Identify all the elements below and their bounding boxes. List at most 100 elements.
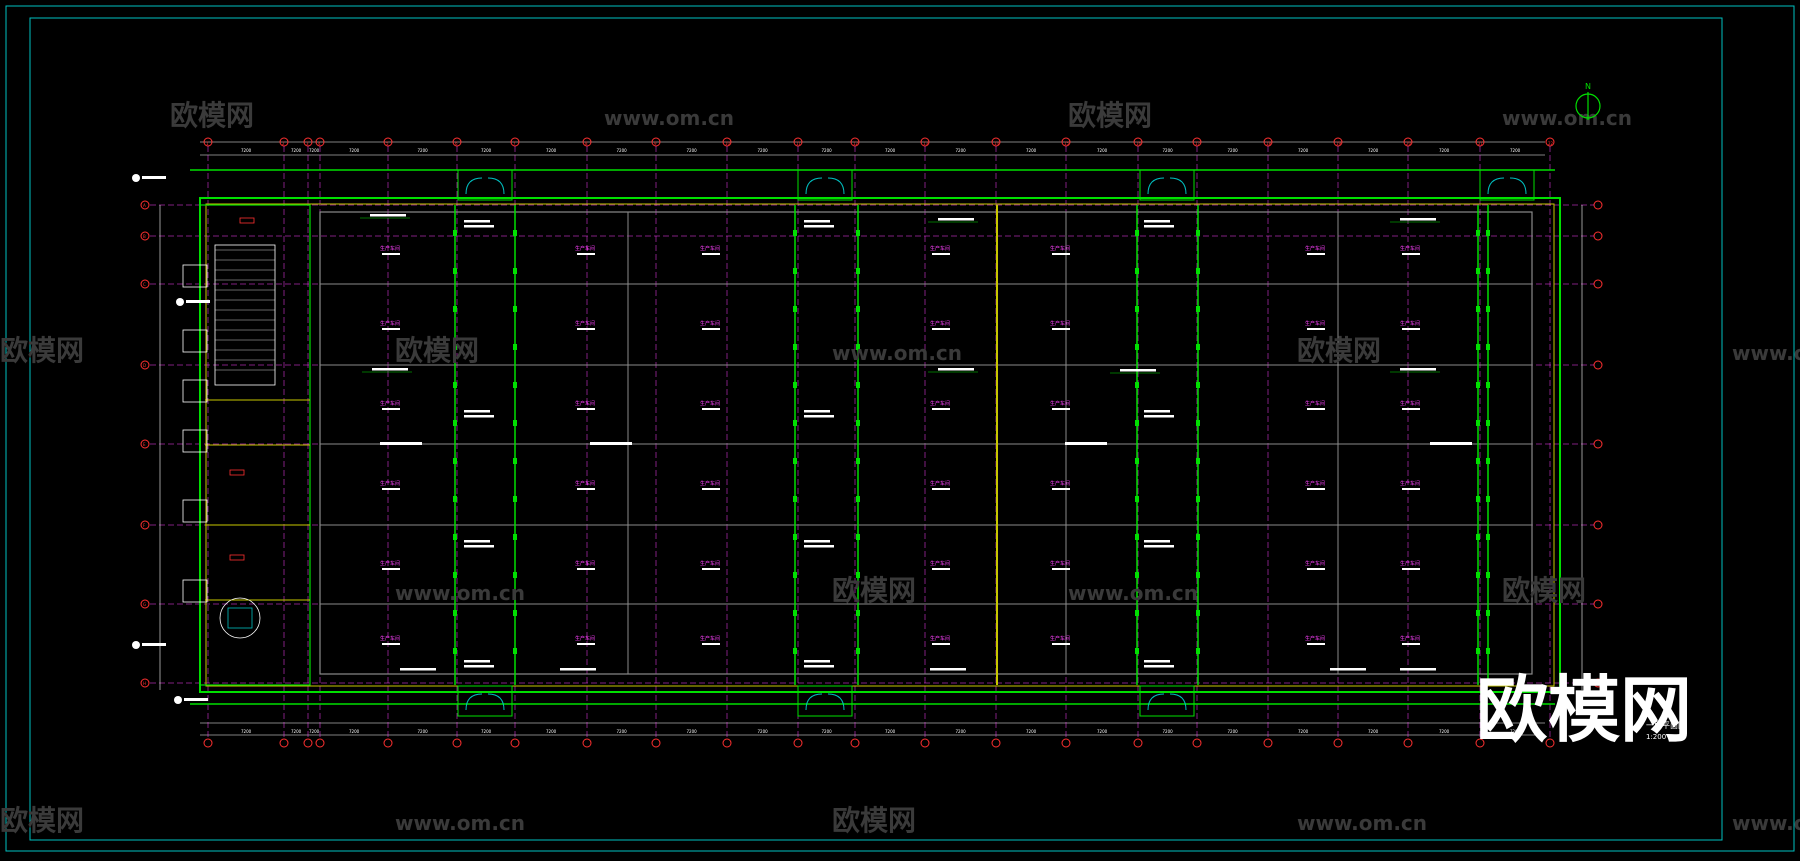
bottom-note — [1400, 668, 1436, 671]
room-area-note — [577, 488, 595, 490]
door-swing — [827, 177, 845, 195]
room-area-note — [577, 253, 595, 255]
column-bubble-label: 17 — [1195, 141, 1201, 146]
leader-note — [1400, 218, 1436, 221]
entrance-vestibule — [797, 685, 853, 717]
room-label: 生产车间 — [1050, 635, 1070, 642]
row-bubble-label: D — [143, 363, 146, 368]
column-bubble-bottom — [582, 738, 592, 748]
room-label: 生产车间 — [1050, 560, 1070, 567]
entrance-vestibule — [457, 169, 513, 201]
room-label: 生产车间 — [380, 560, 400, 567]
corridor-note — [1144, 415, 1174, 418]
column-bubble-bottom — [793, 738, 803, 748]
column-marker — [453, 268, 457, 274]
symbol-note — [142, 643, 166, 646]
door-swing — [465, 693, 483, 711]
corridor-note — [804, 665, 834, 668]
column-marker — [1196, 648, 1200, 654]
dimension-value: 7200 — [617, 148, 628, 153]
column-bubble-bottom — [279, 738, 289, 748]
corridor-note — [1144, 540, 1170, 543]
dimension-value: 7200 — [241, 148, 252, 153]
room-area-note — [1052, 568, 1070, 570]
column-marker — [1135, 268, 1139, 274]
corridor-note — [1144, 660, 1170, 663]
column-marker — [856, 572, 860, 578]
column-marker — [1476, 382, 1480, 388]
dimension-value: 7200 — [1097, 729, 1108, 734]
room-area-note — [577, 568, 595, 570]
column-marker — [856, 344, 860, 350]
column-marker — [453, 496, 457, 502]
column-bubble-bottom — [510, 738, 520, 748]
dimension-value: 7200 — [758, 148, 769, 153]
corridor-note — [804, 540, 830, 543]
service-room-tag — [229, 469, 245, 476]
room-label: 生产车间 — [380, 245, 400, 252]
entrance-vestibule — [1139, 169, 1195, 201]
column-marker — [1476, 534, 1480, 540]
toilet-fixture — [182, 264, 208, 288]
dimension-value: 7200 — [1510, 729, 1521, 734]
compass-label: N — [1585, 82, 1591, 91]
room-label: 生产车间 — [575, 635, 595, 642]
column-marker — [793, 382, 797, 388]
column-marker — [1196, 458, 1200, 464]
column-marker — [453, 230, 457, 236]
column-marker — [513, 230, 517, 236]
title-block: 一层平面图 1:200 — [1646, 721, 1686, 741]
corridor-note — [1144, 220, 1170, 223]
corridor-note — [464, 660, 490, 663]
room-area-note — [1052, 253, 1070, 255]
dimension-value: 7200 — [1097, 148, 1108, 153]
title-block-name: 一层平面图 — [1646, 721, 1686, 730]
column-marker — [856, 648, 860, 654]
dimension-value: 7200 — [349, 729, 360, 734]
column-bubble-label: 5 — [386, 141, 389, 146]
column-bubble-label: 22 — [1548, 141, 1554, 146]
column-bubble-label: 1 — [206, 141, 209, 146]
column-marker — [1135, 496, 1139, 502]
room-label: 生产车间 — [575, 480, 595, 487]
room-label: 生产车间 — [575, 400, 595, 407]
room-label: 生产车间 — [930, 400, 950, 407]
room-area-note — [1402, 488, 1420, 490]
column-marker — [513, 534, 517, 540]
room-area-note — [577, 408, 595, 410]
dimension-value: 7200 — [546, 148, 557, 153]
column-bubble-label: 15 — [1064, 141, 1070, 146]
room-area-note — [1402, 568, 1420, 570]
column-marker — [1196, 344, 1200, 350]
row-bubble-label: F — [143, 523, 146, 528]
room-area-note — [382, 253, 400, 255]
room-area-note — [932, 253, 950, 255]
dimension-value: 7200 — [309, 148, 320, 153]
leader-note — [372, 368, 408, 371]
column-marker — [1486, 572, 1490, 578]
dimension-value: 7200 — [885, 729, 896, 734]
column-marker — [513, 306, 517, 312]
dimension-value: 7200 — [1439, 729, 1450, 734]
entrance-vestibule — [457, 685, 513, 717]
watermark-text: www.om.cn — [395, 811, 525, 835]
dimension-value: 7200 — [822, 148, 833, 153]
column-marker — [1486, 382, 1490, 388]
spiral-stair — [219, 597, 261, 639]
symbol-marker — [176, 298, 184, 306]
toilet-fixture — [182, 329, 208, 353]
row-bubble-label: B — [143, 234, 146, 239]
column-marker — [793, 610, 797, 616]
room-area-note — [932, 408, 950, 410]
room-label: 生产车间 — [930, 245, 950, 252]
room-area-note — [1307, 408, 1325, 410]
door-swing — [1169, 177, 1187, 195]
watermark-text: 欧模网 — [0, 334, 84, 367]
room-area-note — [577, 328, 595, 330]
dimension-value: 7200 — [546, 729, 557, 734]
axis-note — [1430, 442, 1472, 445]
room-label: 生产车间 — [1400, 560, 1420, 567]
room-label: 生产车间 — [700, 320, 720, 327]
column-marker — [1196, 572, 1200, 578]
